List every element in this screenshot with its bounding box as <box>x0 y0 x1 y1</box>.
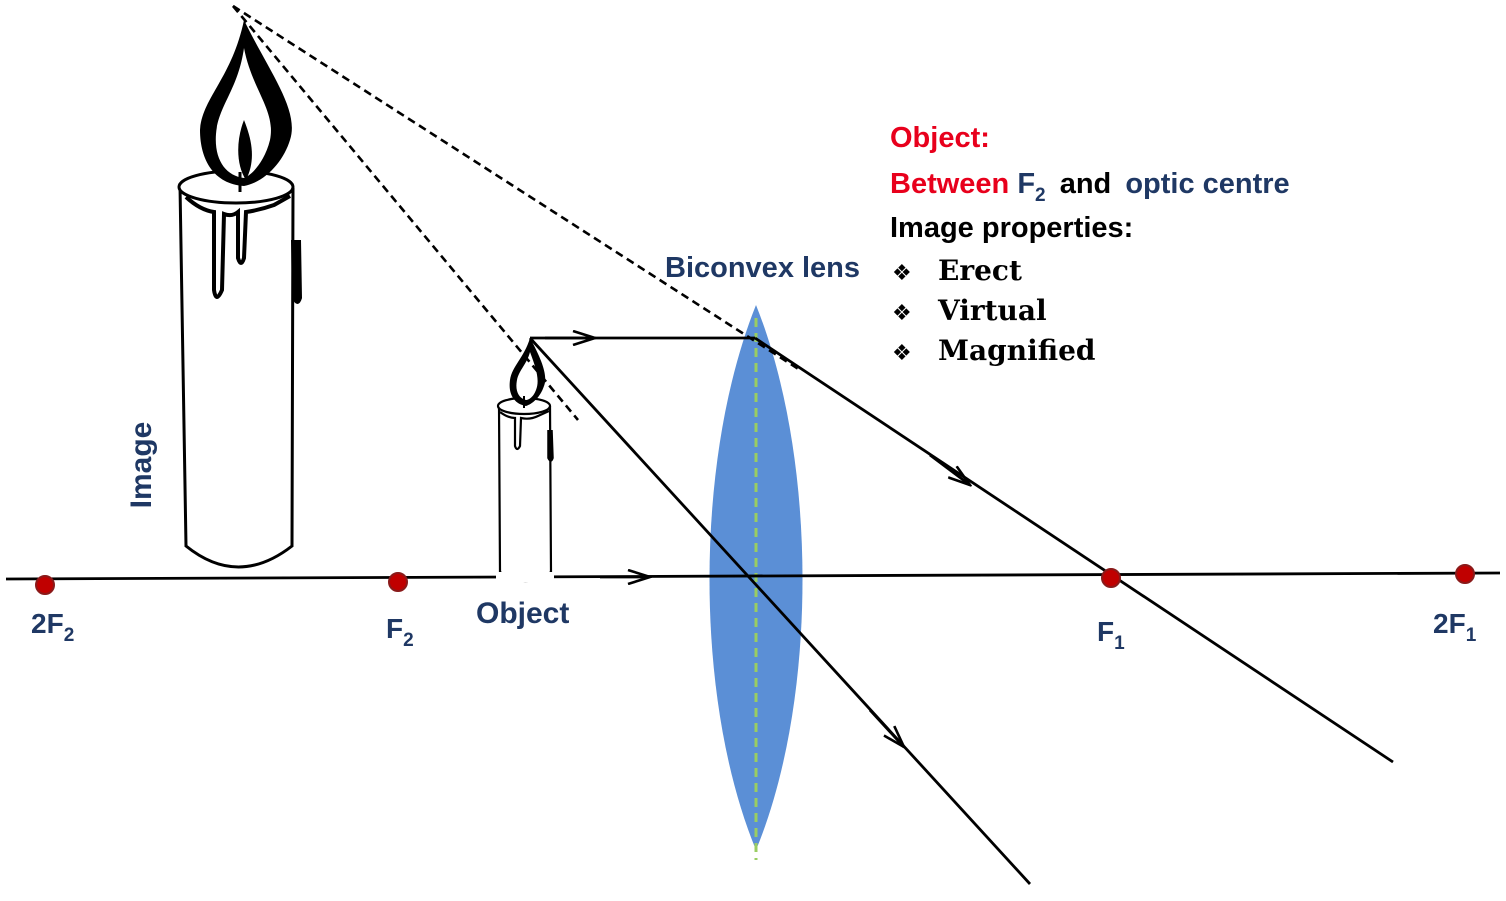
diamond-bullet-icon: ❖ <box>892 261 912 286</box>
object-label: Object <box>476 597 570 630</box>
virtual-ray-2 <box>232 5 579 421</box>
image-candle <box>177 20 303 569</box>
diamond-bullet-icon: ❖ <box>892 341 912 366</box>
object-candle <box>496 338 554 583</box>
point-label-f2-sub: 2 <box>403 630 414 651</box>
position-f-sub: 2 <box>1035 185 1046 206</box>
position-suffix: optic centre <box>1125 168 1290 200</box>
object-heading: Object: <box>890 122 990 154</box>
point-label-f2-main: F <box>386 613 404 644</box>
virtual-ray-1 <box>232 4 801 372</box>
point-label-f1-sub: 1 <box>1114 633 1125 654</box>
properties-heading: Image properties: <box>890 212 1134 244</box>
object-position: Between F2 and optic centre <box>890 168 1290 206</box>
position-and: and <box>1059 168 1112 200</box>
property-label: Virtual <box>938 294 1047 327</box>
property-item: ❖ Magnified <box>892 334 1095 367</box>
property-item: ❖ Virtual <box>892 294 1047 327</box>
point-label-f2: F2 <box>386 613 414 651</box>
diamond-bullet-icon: ❖ <box>892 301 912 326</box>
object-base-mask <box>496 572 554 582</box>
point-label-2f1-sub: 1 <box>1465 625 1477 646</box>
point-f2-dot <box>388 572 408 592</box>
point-2f2-dot <box>35 575 55 595</box>
position-f: F <box>1017 168 1036 200</box>
lens-label: Biconvex lens <box>665 252 861 284</box>
point-label-2f2-sub: 2 <box>63 625 75 646</box>
property-label: Magnified <box>938 334 1096 367</box>
point-label-2f2-main: 2F <box>31 608 64 639</box>
point-label-2f1: 2F1 <box>1433 608 1476 646</box>
ray-through-optic-centre <box>528 337 1032 885</box>
property-item: ❖ Erect <box>892 254 1022 287</box>
point-f1-dot <box>1101 568 1121 588</box>
property-label: Erect <box>938 254 1022 287</box>
point-2f1-dot <box>1455 564 1475 584</box>
point-label-2f1-main: 2F <box>1433 608 1466 639</box>
position-prefix: Between <box>890 168 1018 200</box>
point-label-2f2: 2F2 <box>31 608 74 646</box>
ray-refracted-through-f1 <box>754 336 1394 764</box>
ray-centre-arrow <box>868 709 904 747</box>
point-label-f1: F1 <box>1097 616 1125 654</box>
ray-refracted-arrow <box>929 453 970 485</box>
image-label: Image <box>125 421 158 509</box>
principal-axis <box>5 571 1501 581</box>
point-label-f1-main: F <box>1097 616 1115 647</box>
